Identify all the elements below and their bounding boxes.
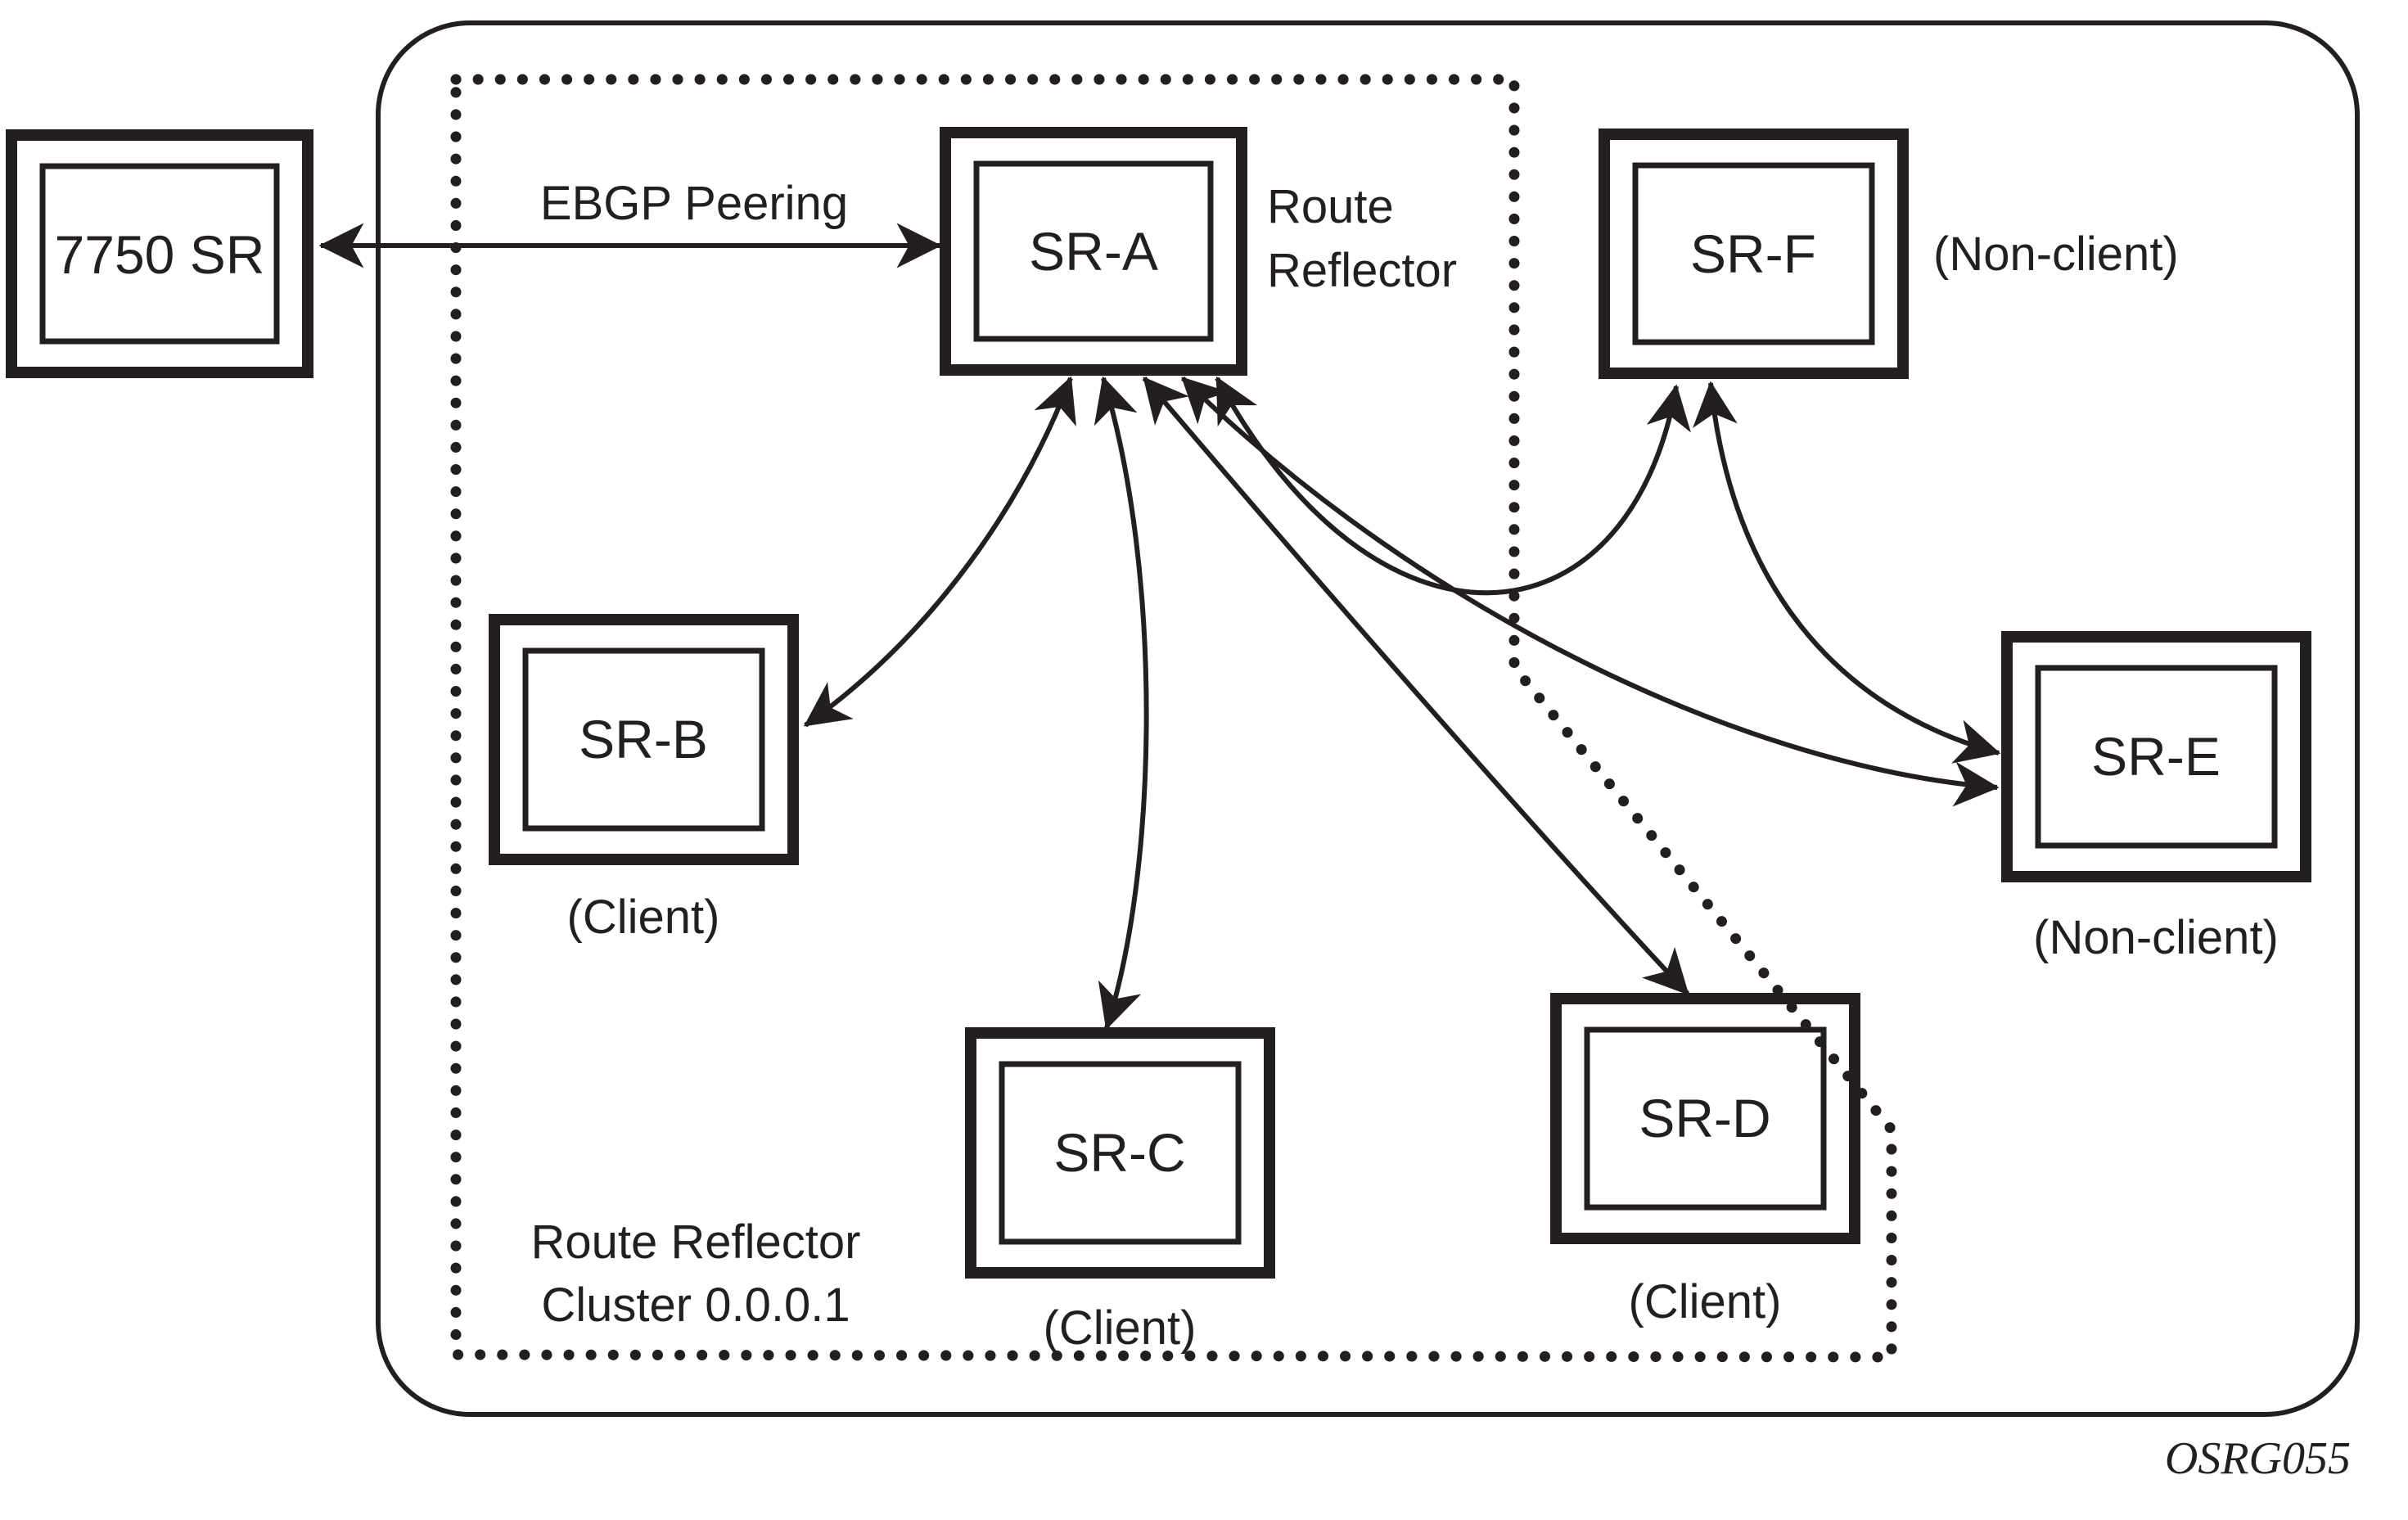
node-sr-c: SR-C	[965, 1027, 1275, 1279]
node-sr-b: SR-B	[489, 614, 799, 865]
node-7750-sr: 7750 SR	[6, 129, 313, 378]
node-sr-d: SR-D	[1550, 993, 1860, 1244]
cluster-caption-line1: Route Reflector	[531, 1216, 861, 1269]
edge-sra-srf	[1215, 376, 1691, 596]
edge-sra-sre	[1180, 376, 2000, 807]
route-reflector-annotation-line1: Route	[1267, 180, 1394, 233]
sr-c-role-label: (Client)	[1044, 1301, 1197, 1355]
node-sr-e-label: SR-E	[2091, 726, 2221, 787]
node-sr-a: SR-A	[940, 127, 1247, 376]
node-sr-a-label: SR-A	[1029, 221, 1158, 282]
node-sr-f: SR-F	[1599, 129, 1909, 379]
ebgp-peering-label: EBGP Peering	[540, 177, 848, 230]
as-boundary-box	[376, 20, 2360, 1417]
sr-d-role-label: (Client)	[1629, 1275, 1782, 1328]
edge-sra-srb	[803, 376, 1076, 728]
node-sr-e: SR-E	[2001, 631, 2311, 882]
route-reflector-annotation-line2: Reflector	[1267, 244, 1457, 297]
cluster-boundary-dotted	[450, 74, 1897, 1363]
sr-e-role-label: (Non-client)	[2033, 911, 2279, 964]
cluster-caption-line2: Cluster 0.0.0.1	[541, 1279, 850, 1332]
edge-srf-sre	[1693, 381, 2001, 764]
node-sr-b-label: SR-B	[579, 709, 708, 769]
node-sr-d-label: SR-D	[1639, 1088, 1770, 1148]
edge-sra-src	[1094, 376, 1149, 1031]
node-sr-c-label: SR-C	[1053, 1122, 1185, 1183]
sr-f-role-label: (Non-client)	[1933, 228, 2179, 281]
node-sr-f-label: SR-F	[1690, 223, 1816, 284]
sr-b-role-label: (Client)	[567, 891, 720, 944]
figure-code-label: OSRG055	[2165, 1433, 2351, 1484]
edge-sra-srd	[1142, 377, 1690, 996]
node-7750-sr-label: 7750 SR	[55, 224, 265, 285]
